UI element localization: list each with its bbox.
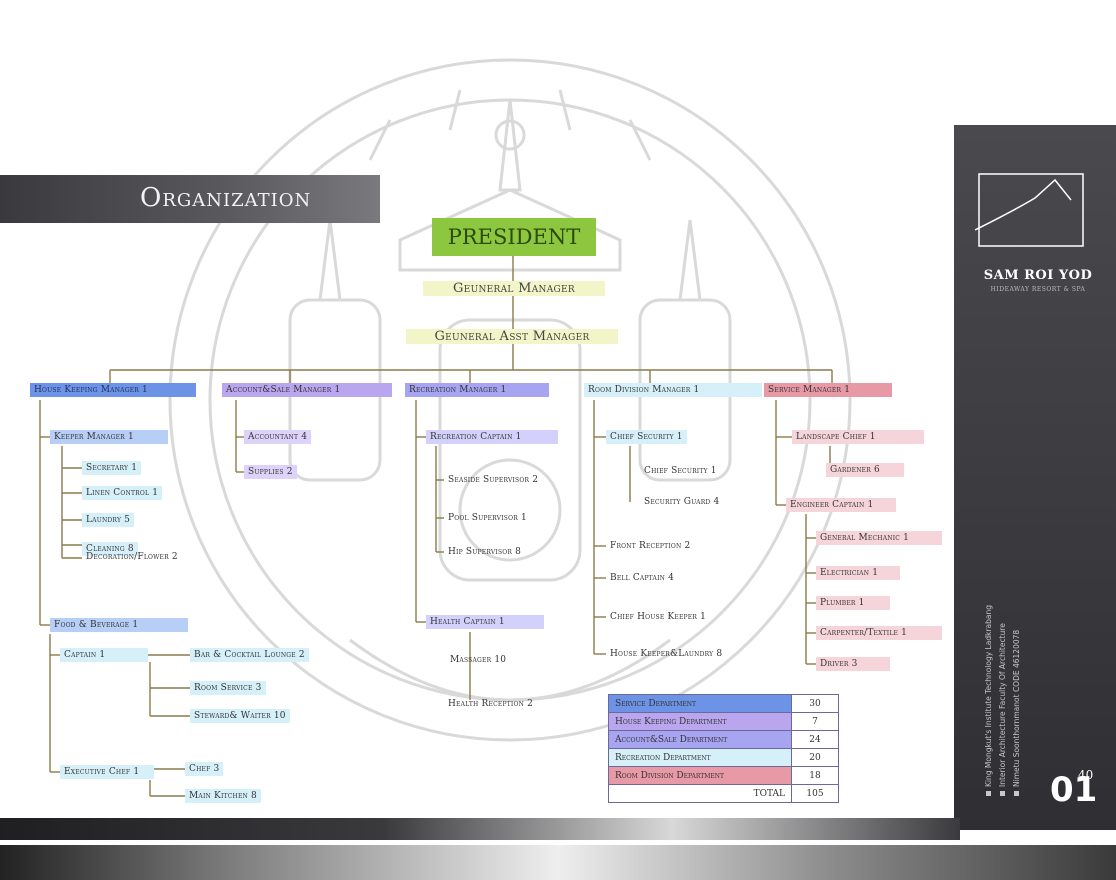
brand-tagline: HIDEAWAY RESORT & SPA	[990, 286, 1086, 293]
org-node: Chief House Keeper 1	[610, 612, 707, 622]
org-node: Security Guard 4	[644, 497, 720, 507]
food-beverage: Food & Beverage 1	[50, 618, 188, 632]
org-node: General Mechanic 1	[816, 531, 942, 545]
org-node: Decoration/Flower 2	[86, 552, 178, 562]
account-sale-manager: Account&Sale Manager 1	[222, 383, 392, 397]
general-asst-manager-box: Geuneral Asst Manager	[406, 329, 618, 344]
president-box: PRESIDENT	[432, 218, 596, 256]
org-node: Plumber 1	[816, 596, 890, 610]
table-cell: Room Division Department	[608, 766, 792, 785]
org-node: Pool Supervisor 1	[448, 513, 527, 523]
table-cell: Service Department	[608, 694, 792, 713]
org-node: Chief Security 1	[644, 466, 717, 476]
org-node: Chef 3	[185, 762, 224, 776]
table-row: TOTAL 105	[608, 784, 839, 803]
table-cell: 7	[791, 712, 839, 731]
table-row: Room Division Department 18	[608, 766, 839, 785]
org-node: Health Reception 2	[448, 699, 534, 709]
org-node: Room Service 3	[190, 681, 266, 695]
page-number: 01	[1050, 770, 1098, 810]
org-node: Electrician 1	[816, 566, 900, 580]
room-division-manager: Room Division Manager 1	[584, 383, 762, 397]
page-number-superscript: 40	[1078, 768, 1094, 782]
brand-name: SAM ROI YOD	[983, 268, 1093, 283]
captain: Captain 1	[60, 648, 148, 662]
title-band	[0, 175, 380, 223]
org-node: Linen Control 1	[82, 486, 163, 500]
service-manager: Service Manager 1	[764, 383, 892, 397]
org-node: Carpenter/Textile 1	[816, 626, 942, 640]
org-node: Driver 3	[816, 657, 890, 671]
org-node: Chief Security 1	[606, 430, 687, 444]
resort-logo	[975, 173, 1084, 247]
org-node: Seaside Supervisor 2	[448, 475, 539, 485]
brand-panel	[954, 125, 1116, 830]
org-node: Hip Supervisor 8	[448, 547, 522, 557]
housekeeping-manager: House Keeping Manager 1	[30, 383, 196, 397]
table-cell: 18	[791, 766, 839, 785]
table-cell: 20	[791, 748, 839, 767]
keeper-manager: Keeper Manager 1	[50, 430, 168, 444]
department-summary-table: Service Department 30 House Keeping Depa…	[608, 694, 839, 803]
org-node: Steward& Waiter 10	[190, 709, 290, 723]
table-cell: 30	[791, 694, 839, 713]
table-row: House Keeping Department 7	[608, 712, 839, 731]
table-cell: 24	[791, 730, 839, 749]
gardener: Gardener 6	[826, 463, 904, 477]
university-seal-watermark	[168, 58, 852, 742]
org-node: House Keeper&Laundry 8	[610, 649, 723, 659]
table-row: Recreation Department 20	[608, 748, 839, 767]
page-title: Organization	[140, 183, 312, 213]
engineer-captain: Engineer Captain 1	[786, 498, 896, 512]
org-node: Accountant 4	[244, 430, 312, 444]
org-node: Bar & Cocktail Lounge 2	[190, 648, 309, 662]
org-node: Front Reception 2	[610, 541, 691, 551]
org-node: Cleaning 8	[82, 542, 138, 556]
table-cell: House Keeping Department	[608, 712, 792, 731]
total-label: TOTAL	[608, 784, 792, 803]
footer-bar	[0, 845, 1116, 880]
general-manager-box: Geuneral Manager	[423, 281, 605, 296]
table-row: Service Department 30	[608, 694, 839, 713]
recreation-captain: Recreation Captain 1	[426, 430, 558, 444]
org-node: Main Kitchen 8	[185, 789, 261, 803]
table-cell: Account&Sale Department	[608, 730, 792, 749]
footer-bar	[0, 818, 960, 840]
total-value: 105	[791, 784, 839, 803]
org-node: Secretary 1	[82, 461, 142, 475]
table-row: Account&Sale Department 24	[608, 730, 839, 749]
org-node: Massager 10	[450, 655, 507, 665]
landscape-chief: Landscape Chief 1	[792, 430, 924, 444]
recreation-manager: Recreation Manager 1	[405, 383, 549, 397]
executive-chef: Executive Chef 1	[60, 765, 154, 779]
table-cell: Recreation Department	[608, 748, 792, 767]
org-node: Bell Captain 4	[610, 573, 675, 583]
org-node: Supplies 2	[244, 465, 297, 479]
org-node: Laundry 5	[82, 513, 135, 527]
health-captain: Health Captain 1	[426, 615, 544, 629]
